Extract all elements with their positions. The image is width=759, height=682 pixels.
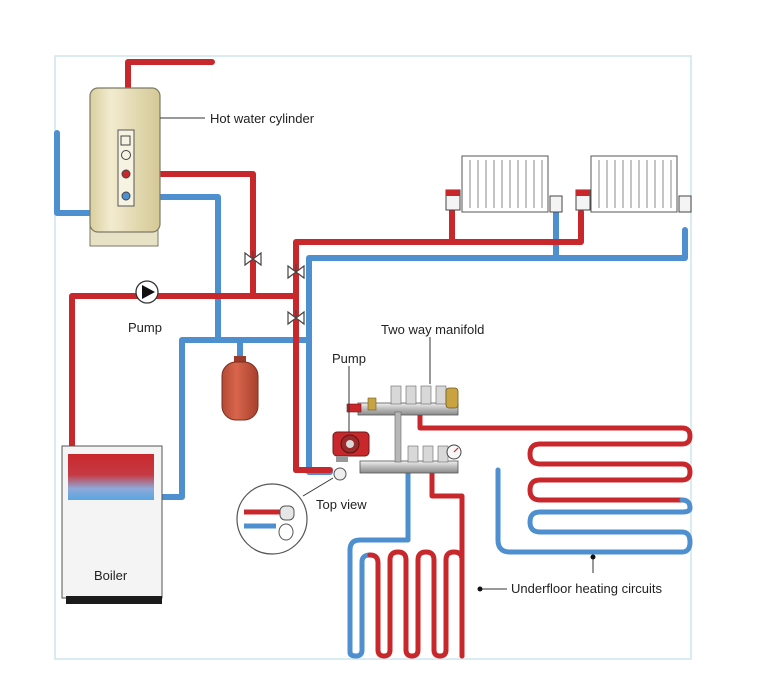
two-way-manifold [346, 385, 462, 474]
boiler-label: Boiler [94, 568, 128, 583]
underfloor-circuits [347, 409, 693, 659]
underfloor-leader-dot-b [590, 554, 596, 560]
zone-valve-cylinder [244, 251, 262, 267]
top-view-label: Top view [316, 497, 367, 512]
underfloor-heating-circuits-label: Underfloor heating circuits [511, 581, 663, 596]
zone-valve-underfloor [287, 310, 305, 326]
diagram-frame [54, 55, 692, 660]
hot-water-cylinder-label: Hot water cylinder [210, 111, 315, 126]
underfloor-leader-dot-a [477, 586, 483, 592]
radiator-right [575, 155, 692, 213]
boiler [61, 445, 163, 604]
hot-water-cylinder [89, 87, 161, 247]
two-way-manifold-label: Two way manifold [381, 322, 484, 337]
underfloor-pump [332, 431, 370, 481]
top-view-leader-line [302, 477, 334, 497]
pump-symbol [135, 280, 159, 304]
zone-valve-radiators [287, 264, 305, 280]
top-view-inset [236, 483, 308, 555]
pump-label: Pump [128, 320, 162, 335]
manifold-pump-label: Pump [332, 351, 366, 366]
expansion-vessel [221, 356, 259, 421]
radiator-left [445, 155, 563, 213]
